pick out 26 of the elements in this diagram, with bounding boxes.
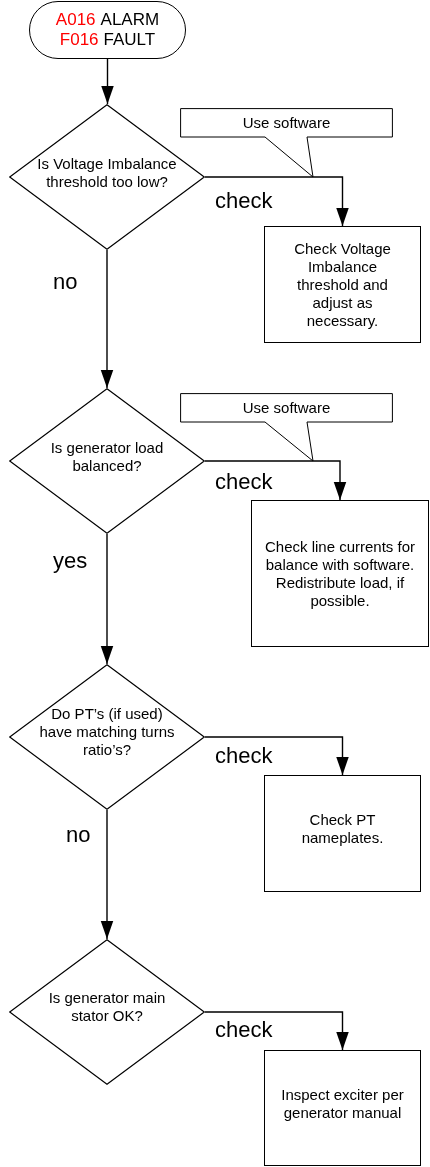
- callout-text: Use software: [241, 398, 332, 418]
- action-text: Check Voltage Imbalance threshold and adjust as necessary.: [293, 239, 392, 330]
- action-text: Check PT nameplates.: [300, 810, 385, 847]
- callout-text: Use software: [241, 113, 332, 133]
- action-text: Check line currents for balance with software. Redistribute load, if possible.: [263, 537, 417, 610]
- arrow: [204, 736, 349, 776]
- action-text: Inspect exciter per generator manual: [280, 1086, 405, 1122]
- process-box: [251, 500, 429, 647]
- arrow: [100, 809, 114, 940]
- process-box: [264, 775, 421, 892]
- arrow: [101, 58, 114, 105]
- fault-code: A016: [55, 10, 96, 30]
- question-text: Is Voltage Imbalance threshold too low?: [36, 155, 178, 191]
- arrow: [204, 460, 347, 501]
- process-box: [264, 1050, 421, 1166]
- arrow: [100, 249, 114, 389]
- arrow: [100, 533, 114, 665]
- fault-code: F016: [59, 30, 99, 50]
- status-text: FAULT: [103, 30, 156, 50]
- status-text: ALARM: [100, 10, 160, 30]
- arrow: [204, 176, 349, 227]
- process-box: [264, 226, 421, 343]
- question-text: Is generator load balanced?: [49, 439, 165, 475]
- question-text: Is generator main stator OK?: [47, 989, 167, 1025]
- question-text: Do PT’s (if used) have matching turns ratio’s?: [38, 705, 176, 759]
- arrow: [204, 1011, 349, 1051]
